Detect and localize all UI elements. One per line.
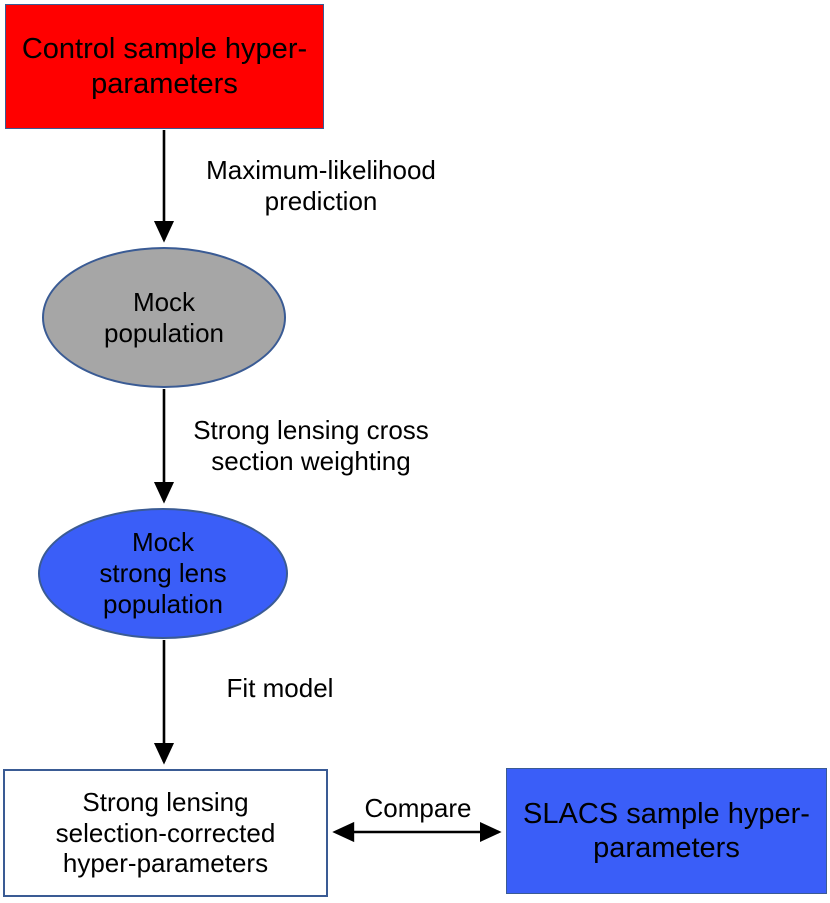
- node-mock-population[interactable]: Mock population: [42, 247, 286, 388]
- node-selection-corrected-label: Strong lensing selection-corrected hyper…: [55, 786, 276, 879]
- edge-label-fit-model: Fit model: [226, 673, 334, 703]
- node-control-sample-hyperparameters[interactable]: Control sample hyper-parameters: [5, 4, 324, 129]
- edge-label-compare: Compare: [364, 793, 472, 823]
- node-mock-strong-lens-population[interactable]: Mock strong lens population: [38, 508, 288, 639]
- node-slacs-sample-hyperparameters[interactable]: SLACS sample hyper-parameters: [506, 768, 827, 894]
- node-selection-corrected-hyperparameters[interactable]: Strong lensing selection-corrected hyper…: [3, 769, 328, 897]
- node-control-label: Control sample hyper-parameters: [21, 33, 308, 100]
- node-slacs-sample-label: SLACS sample hyper-parameters: [523, 797, 810, 864]
- edge-label-maximum-likelihood-prediction: Maximum-likelihood prediction: [206, 155, 436, 217]
- edge-label-strong-lensing-cross-section-weighting: Strong lensing cross section weighting: [193, 415, 429, 477]
- node-mock-population-label: Mock population: [104, 286, 224, 348]
- node-mock-strong-lens-population-label: Mock strong lens population: [99, 527, 227, 619]
